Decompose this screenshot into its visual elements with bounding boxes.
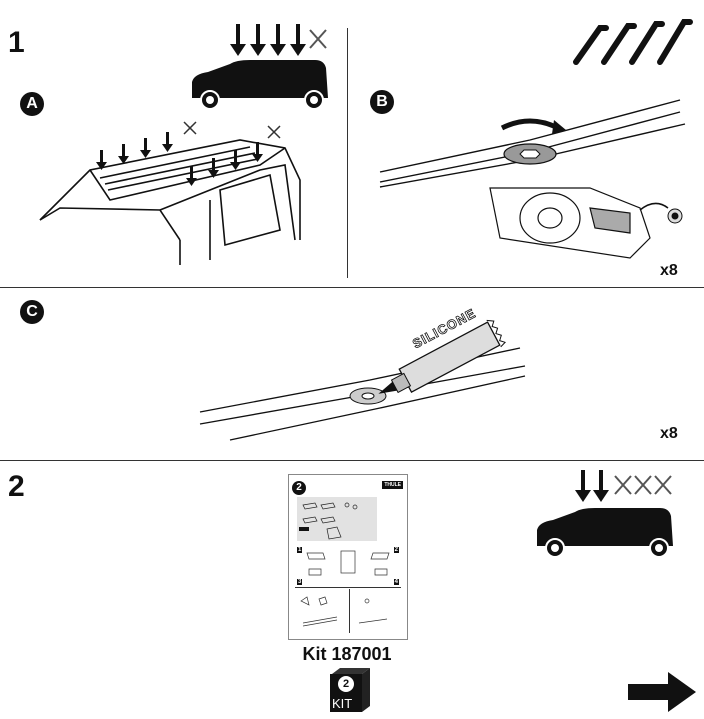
kit-box-text: KIT	[332, 696, 353, 711]
kit-box-badge: 2	[338, 676, 354, 692]
down-arrow-icon	[230, 24, 306, 56]
divider-top	[0, 287, 704, 288]
silicone-illustration	[199, 319, 526, 441]
kit-number-label: Kit 187001	[302, 644, 392, 664]
silicone-tube-icon	[378, 319, 506, 394]
panel-c-badge: C	[20, 300, 44, 324]
kit-instruction-sheet[interactable]: 2 THULE 1 2 3 4	[288, 474, 408, 640]
step-1-number: 1	[8, 26, 25, 59]
panel-c-quantity: x8	[660, 425, 678, 442]
roof-rails-icon	[573, 19, 693, 65]
sheet-step-row-2: 3 4	[297, 579, 399, 593]
sheet-step-3: 3	[297, 579, 303, 585]
screw-icon	[667, 208, 683, 224]
sheet-badge: 2	[292, 481, 306, 495]
rail-screw-illustration	[379, 99, 686, 188]
sheet-step-2: 2	[393, 547, 399, 553]
panel-a-badge: A	[20, 92, 44, 116]
sheet-brand: THULE	[382, 481, 403, 489]
panel-b-quantity: x8	[660, 262, 678, 279]
car-silhouette-icon	[192, 24, 328, 110]
dashboard-illustration	[489, 187, 683, 259]
sheet-parts-area	[297, 497, 377, 541]
panel-b-badge: B	[370, 90, 394, 114]
divider-middle	[0, 460, 704, 461]
kit-box-icon: 2 KIT	[328, 666, 372, 714]
sheet-step-4: 4	[393, 579, 399, 585]
right-arrow-icon[interactable]	[628, 672, 698, 712]
down-arrow-icon	[575, 470, 609, 502]
car-silhouette-icon-2	[537, 470, 673, 558]
step-2-number: 2	[8, 470, 25, 503]
sheet-step-row-1: 1 2	[297, 547, 399, 581]
sheet-divider	[295, 587, 401, 588]
cross-icon	[614, 475, 672, 495]
sheet-divider-v	[349, 589, 350, 633]
sheet-step-1: 1	[297, 547, 303, 553]
divider-vertical	[347, 28, 348, 278]
cross-icon	[309, 29, 327, 49]
roof-illustration	[39, 121, 301, 265]
